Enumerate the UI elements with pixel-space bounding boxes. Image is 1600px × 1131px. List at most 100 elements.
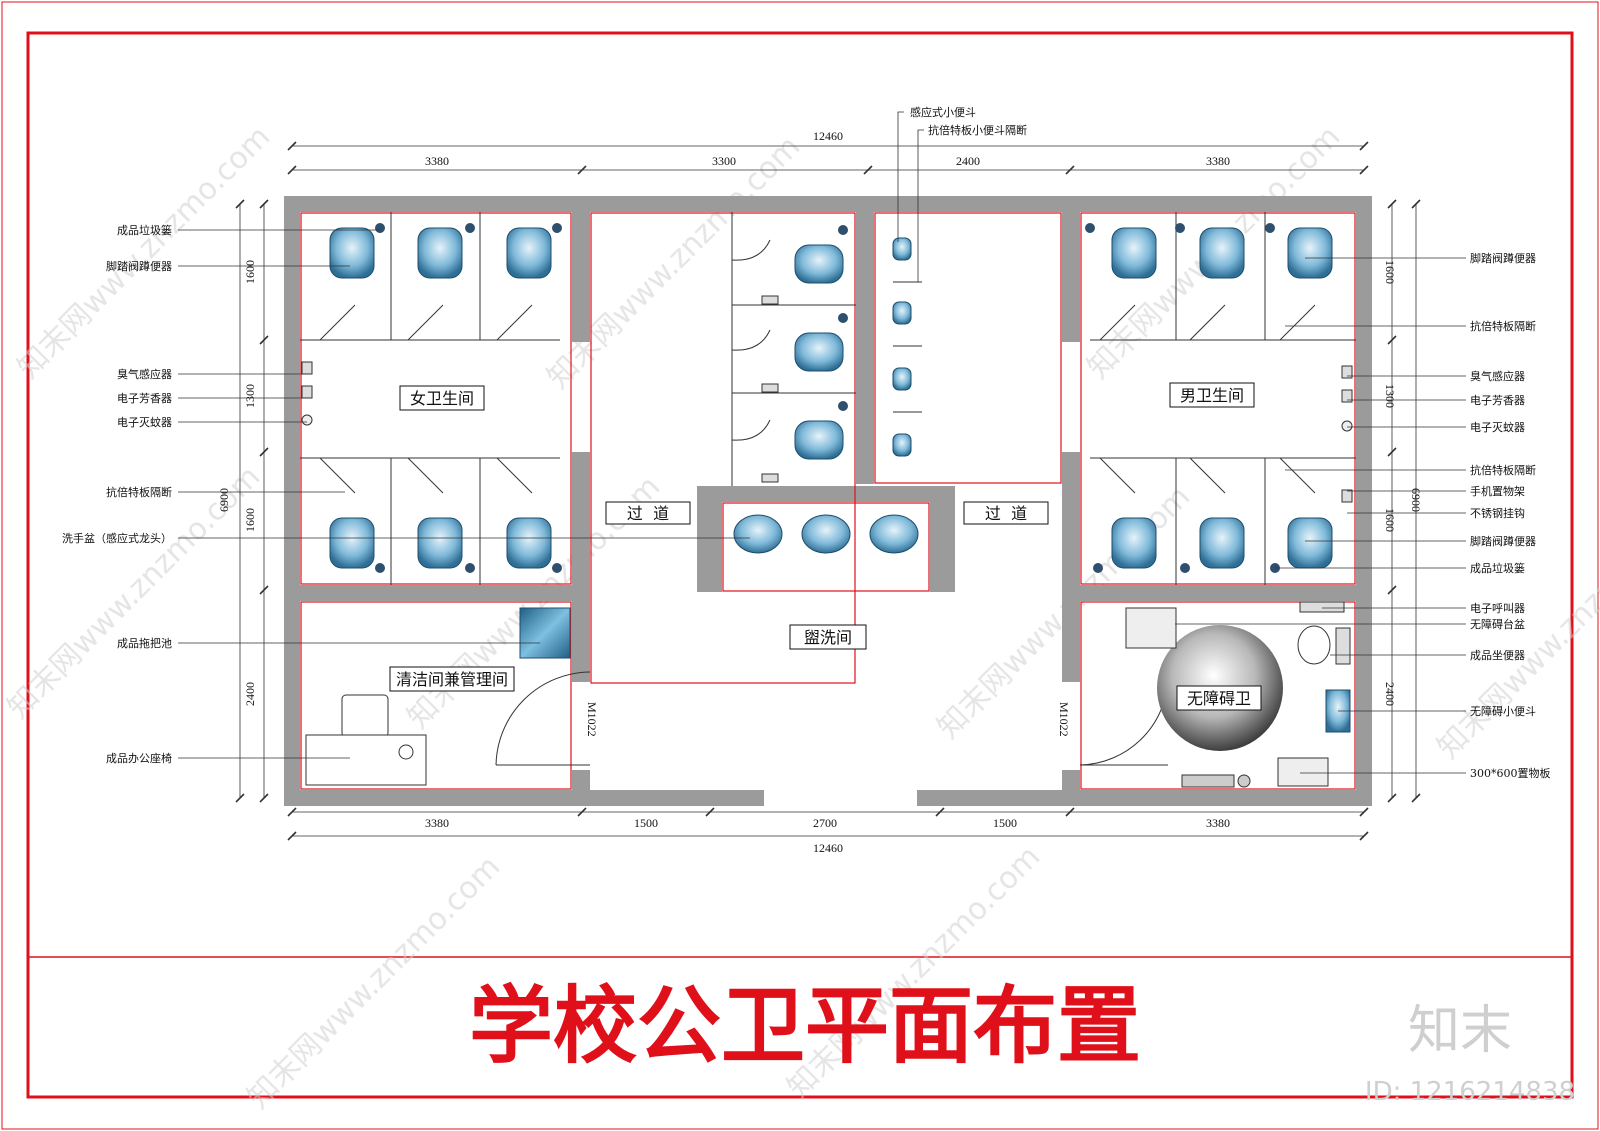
- note-right-partition: 抗倍特板隔断: [1470, 319, 1536, 333]
- dim-left-total: 6900: [217, 488, 231, 512]
- lamp-icon: [398, 744, 414, 760]
- accessible-basin-icon: [1125, 607, 1177, 649]
- dim-top-3: 2400: [956, 154, 980, 168]
- trash-bin-icon: [838, 225, 848, 235]
- watermark-logo: 知末: [1408, 1001, 1512, 1061]
- dim-left-2: 1300: [243, 384, 257, 408]
- door-swing-left: [495, 671, 591, 766]
- watermark-text: 知末网www.znzmo.com: [11, 119, 277, 385]
- center-stalls: [731, 212, 856, 486]
- drawing-title: 学校公卫平面布置: [469, 977, 1141, 1075]
- trash-bin-icon: [1180, 563, 1190, 573]
- dim-left-3: 1600: [243, 508, 257, 532]
- note-right-partition-2: 抗倍特板隔断: [1470, 463, 1536, 477]
- note-right-phone-shelf: 手机置物架: [1470, 484, 1525, 498]
- label-corridor-right: 过 道: [985, 504, 1027, 523]
- trash-bin-icon: [375, 223, 385, 233]
- annotation-leaders: [178, 111, 1466, 774]
- trash-bin-icon: [552, 563, 562, 573]
- mop-sink-icon: [519, 607, 571, 659]
- sit-toilet-icon: [1297, 625, 1331, 665]
- squat-toilet-icon: [417, 517, 463, 569]
- dim-left-1: 1600: [243, 260, 257, 284]
- trash-bin-icon: [465, 223, 475, 233]
- note-right-squat-toilet: 脚踏阀蹲便器: [1470, 251, 1536, 265]
- squat-toilet-icon: [329, 517, 375, 569]
- note-left-air-freshener: 电子芳香器: [117, 391, 172, 405]
- dim-right-2: 1300: [1383, 384, 1397, 408]
- note-sensor-urinal: 感应式小便斗: [910, 105, 976, 119]
- note-right-accessible-basin: 无障碍台盆: [1470, 617, 1525, 631]
- squat-toilet-icon: [506, 227, 552, 279]
- call-button-icon: [1299, 601, 1345, 613]
- trash-bin-icon: [1093, 563, 1103, 573]
- air-freshener-icon: [301, 385, 313, 399]
- label-washroom: 盥洗间: [804, 628, 852, 647]
- watermark-text: 知末网www.znzmo.com: [241, 849, 507, 1115]
- note-right-shelf-board: 300*600置物板: [1470, 766, 1551, 780]
- squat-toilet-icon: [1199, 227, 1245, 279]
- squat-toilets-women: [301, 223, 562, 573]
- note-left-partition: 抗倍特板隔断: [106, 485, 172, 499]
- urinal-icon: [892, 237, 912, 261]
- note-right-call-button: 电子呼叫器: [1470, 602, 1525, 615]
- door-code-right: M1022: [1057, 702, 1071, 737]
- squat-toilet-icon: [794, 420, 844, 460]
- trash-bin-icon: [1085, 223, 1095, 233]
- dim-right-4: 2400: [1383, 682, 1397, 706]
- dim-bottom-1: 3380: [425, 816, 449, 830]
- label-women: 女卫生间: [410, 389, 474, 408]
- door-swing-right: [1079, 671, 1169, 766]
- note-right-accessible-urinal: 无障碍小便斗: [1470, 704, 1536, 718]
- note-left-squat-toilet: 脚踏阀蹲便器: [106, 259, 172, 273]
- dim-top-2: 3300: [712, 154, 736, 168]
- dim-bottom-2: 1500: [634, 816, 658, 830]
- dim-top-total: 12460: [813, 129, 843, 143]
- mosquito-killer-icon: [301, 414, 313, 426]
- center-toilets: [794, 225, 848, 460]
- note-left-mop-sink: 成品拖把池: [117, 636, 172, 650]
- note-right-mosquito-killer: 电子灭蚊器: [1470, 420, 1525, 434]
- urinals: [892, 237, 922, 457]
- trash-bin-icon: [552, 223, 562, 233]
- urinal-icon: [892, 433, 912, 457]
- dimension-lines: [235, 141, 1421, 841]
- urinal-icon: [892, 301, 912, 325]
- mosquito-killer-icon: [1341, 420, 1353, 432]
- women-stalls: [300, 212, 560, 585]
- air-freshener-icon: [1341, 389, 1353, 403]
- room-labels: 女卫生间 男卫生间 过 道 过 道 盥洗间 清洁间兼管理间 无障碍卫 M1022…: [389, 382, 1262, 737]
- squat-toilet-icon: [794, 244, 844, 284]
- label-cleaning-room: 清洁间兼管理间: [396, 670, 508, 689]
- watermark-id: ID: 1216214838: [1365, 1077, 1575, 1107]
- door-code-left: M1022: [585, 702, 599, 737]
- squat-toilet-icon: [329, 227, 375, 279]
- dim-bottom-total: 12460: [813, 841, 843, 855]
- note-right-squat-toilet-2: 脚踏阀蹲便器: [1470, 534, 1536, 548]
- note-left-washbasin: 洗手盆（感应式龙头）: [62, 531, 172, 545]
- dim-left-4: 2400: [243, 682, 257, 706]
- trash-bin-icon: [1265, 223, 1275, 233]
- trash-bin-icon: [838, 313, 848, 323]
- squat-toilet-icon: [1199, 517, 1245, 569]
- desk-icon: [305, 734, 427, 786]
- dim-top-1: 3380: [425, 154, 449, 168]
- note-right-air-freshener: 电子芳香器: [1470, 393, 1525, 407]
- squat-toilet-icon: [417, 227, 463, 279]
- washbasin-icon: [733, 514, 783, 554]
- office-chair-icon: [341, 694, 389, 738]
- squat-toilet-icon: [794, 332, 844, 372]
- note-right-sit-toilet: 成品坐便器: [1470, 649, 1525, 662]
- urinal-icon: [892, 367, 912, 391]
- squat-toilet-icon: [1111, 517, 1157, 569]
- men-stalls: [1090, 212, 1356, 585]
- phone-shelf-icon: [1341, 489, 1353, 503]
- trash-bin-icon: [1175, 223, 1185, 233]
- trash-bin-icon: [465, 563, 475, 573]
- annotation-labels: 感应式小便斗 抗倍特板小便斗隔断 成品垃圾篓 脚踏阀蹲便器 臭气感应器 电子芳香…: [62, 105, 1551, 780]
- dim-bottom-5: 3380: [1206, 816, 1230, 830]
- note-right-hook: 不锈钢挂钩: [1470, 506, 1525, 520]
- label-men: 男卫生间: [1180, 386, 1244, 405]
